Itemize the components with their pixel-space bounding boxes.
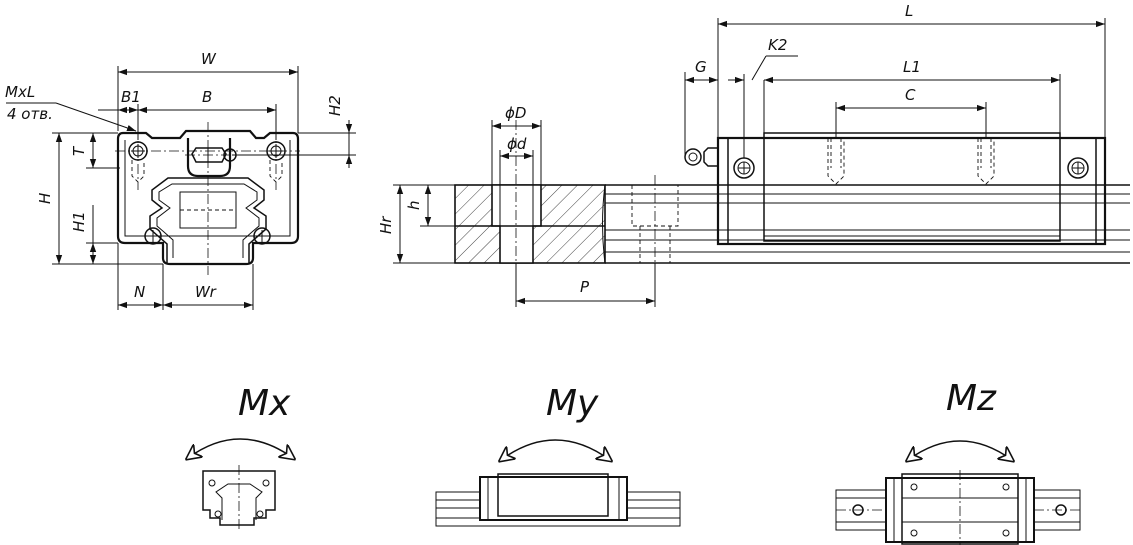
moment-mz-arrow bbox=[908, 440, 1012, 460]
dim-P: P bbox=[580, 278, 590, 296]
dim-L: L bbox=[905, 2, 913, 20]
dim-B: B bbox=[202, 88, 212, 106]
moment-mx: Mx bbox=[188, 383, 293, 532]
bottom-screw-left bbox=[144, 227, 162, 245]
dim-G: G bbox=[695, 58, 707, 76]
moment-mx-label: Mx bbox=[238, 383, 291, 424]
moment-mz-label: Mz bbox=[946, 378, 997, 419]
dim-T: T bbox=[70, 145, 88, 156]
moment-my-label: My bbox=[546, 383, 599, 424]
dim-phid: ϕd bbox=[507, 135, 527, 153]
dim-K2: K2 bbox=[768, 36, 787, 54]
side-view: ϕD ϕd Hr h P L G K2 bbox=[377, 2, 1130, 307]
dim-H2: H2 bbox=[326, 95, 344, 116]
moment-my: My bbox=[435, 383, 681, 527]
grease-nipple-side bbox=[684, 147, 718, 167]
moment-my-arrow bbox=[501, 439, 610, 460]
label-holes: 4 отв. bbox=[7, 105, 53, 123]
dim-Wr: Wr bbox=[195, 283, 217, 301]
bottom-screw-right bbox=[253, 227, 271, 245]
grease-nipple bbox=[186, 138, 232, 178]
dim-C: C bbox=[905, 86, 916, 104]
carriage-end-outline bbox=[116, 129, 300, 266]
dim-W: W bbox=[201, 50, 217, 68]
dim-B1: B1 bbox=[121, 88, 141, 106]
dim-H: H bbox=[36, 193, 54, 204]
label-MxL: MxL bbox=[5, 83, 35, 101]
moment-mz: Mz bbox=[835, 378, 1081, 545]
end-screw-left bbox=[733, 157, 755, 179]
dim-N: N bbox=[134, 283, 145, 301]
end-view: W B1 B MxL 4 отв. H2 T H H1 bbox=[5, 50, 356, 310]
end-screw-right bbox=[1067, 157, 1089, 179]
dim-H1: H1 bbox=[70, 211, 88, 232]
dim-L1: L1 bbox=[903, 58, 921, 76]
dim-Hr: Hr bbox=[377, 216, 395, 234]
dim-phiD: ϕD bbox=[505, 104, 526, 122]
moment-mx-arrow bbox=[188, 438, 293, 458]
carriage-side bbox=[716, 136, 1107, 246]
dim-h: h bbox=[405, 200, 423, 210]
